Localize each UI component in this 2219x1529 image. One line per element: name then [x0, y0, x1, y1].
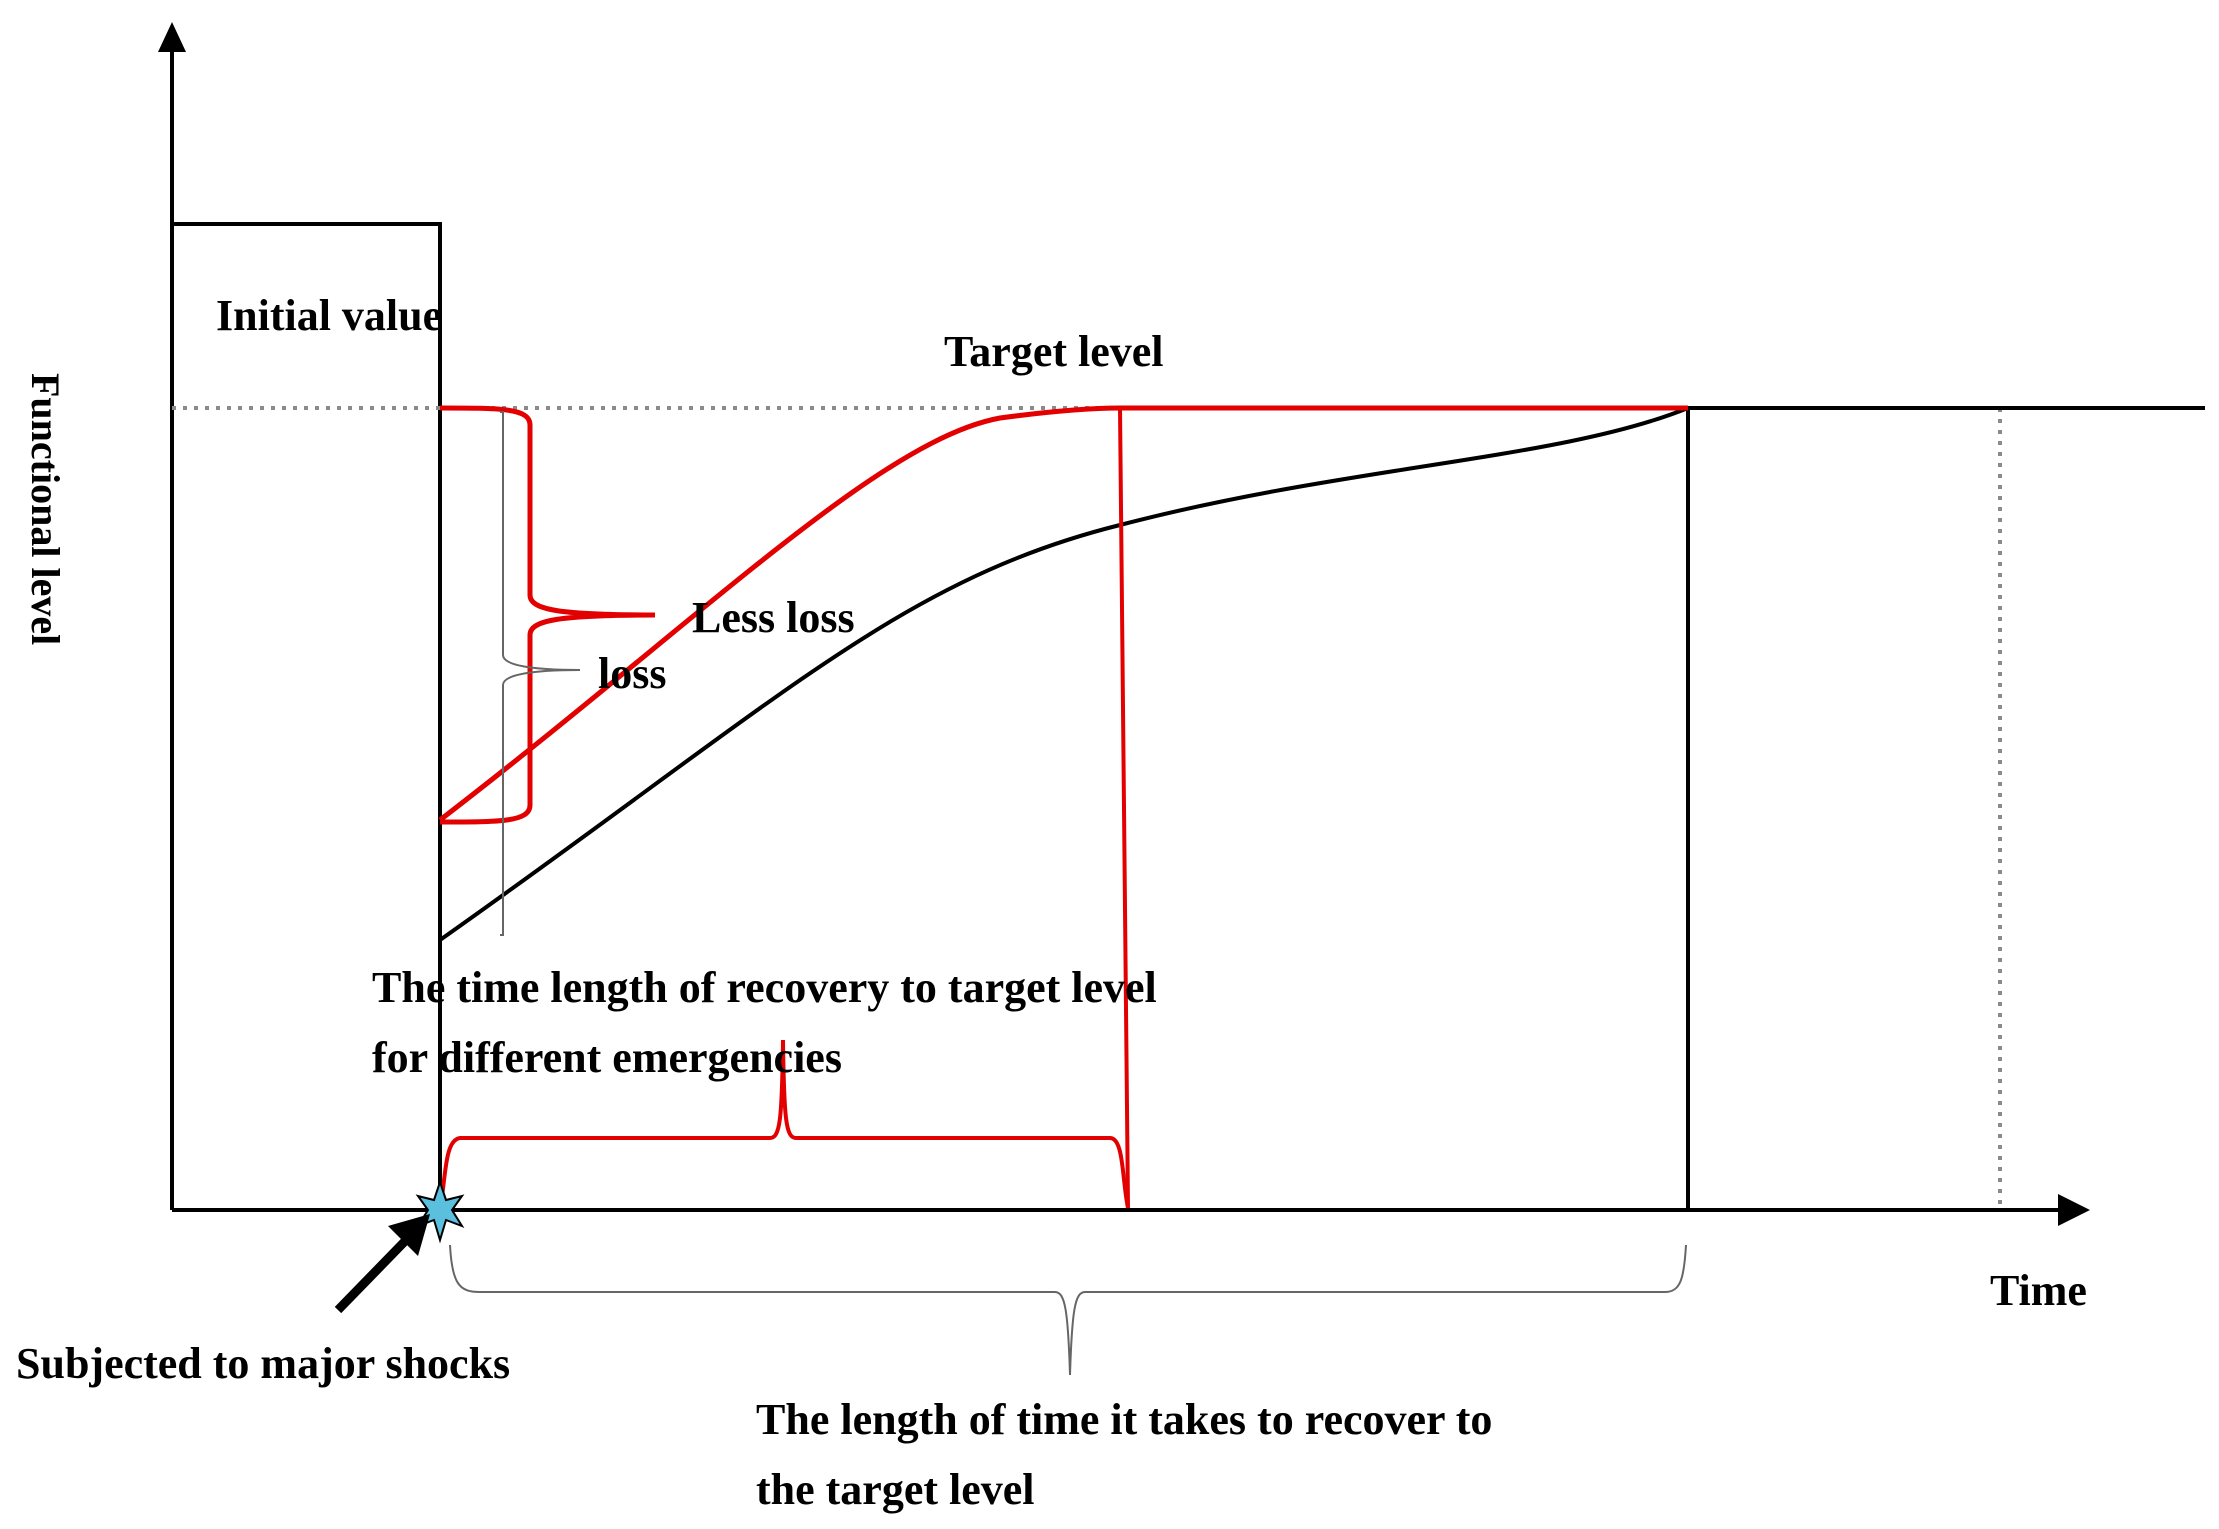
improved-recovery-curve	[438, 405, 1121, 822]
improved-time-brace	[438, 1039, 1130, 1209]
initial-value-step	[172, 222, 442, 1210]
recovery-time-label-line1: The length of time it takes to recover t…	[756, 1395, 1492, 1444]
shock-label: Subjected to major shocks	[16, 1339, 510, 1388]
improved-recovery-end-line	[1118, 407, 1130, 1209]
shock-arrow-icon	[388, 1214, 430, 1256]
y-axis-arrow-icon	[158, 22, 186, 52]
baseline-recovery-curve	[438, 406, 1689, 942]
recovery-different-label-line1: The time length of recovery to target le…	[372, 963, 1157, 1012]
initial-value-label: Initial value	[216, 291, 442, 340]
less-loss-label: Less loss	[692, 593, 855, 642]
shock-star-icon	[415, 1178, 465, 1244]
y-axis-label: Functional level	[23, 373, 68, 645]
x-axis-label: Time	[1990, 1266, 2087, 1315]
recovery-time-label-line2: the target level	[756, 1465, 1035, 1514]
loss-label: loss	[598, 649, 666, 698]
loss-brace	[500, 411, 581, 936]
baseline-time-brace	[449, 1244, 1687, 1376]
x-axis-arrow-icon	[2058, 1194, 2090, 1226]
target-level-label: Target level	[944, 327, 1164, 376]
recovery-different-label-line2: for different emergencies	[372, 1033, 842, 1082]
less-loss-brace	[439, 405, 656, 825]
shock-arrow-shaft	[334, 1232, 414, 1314]
